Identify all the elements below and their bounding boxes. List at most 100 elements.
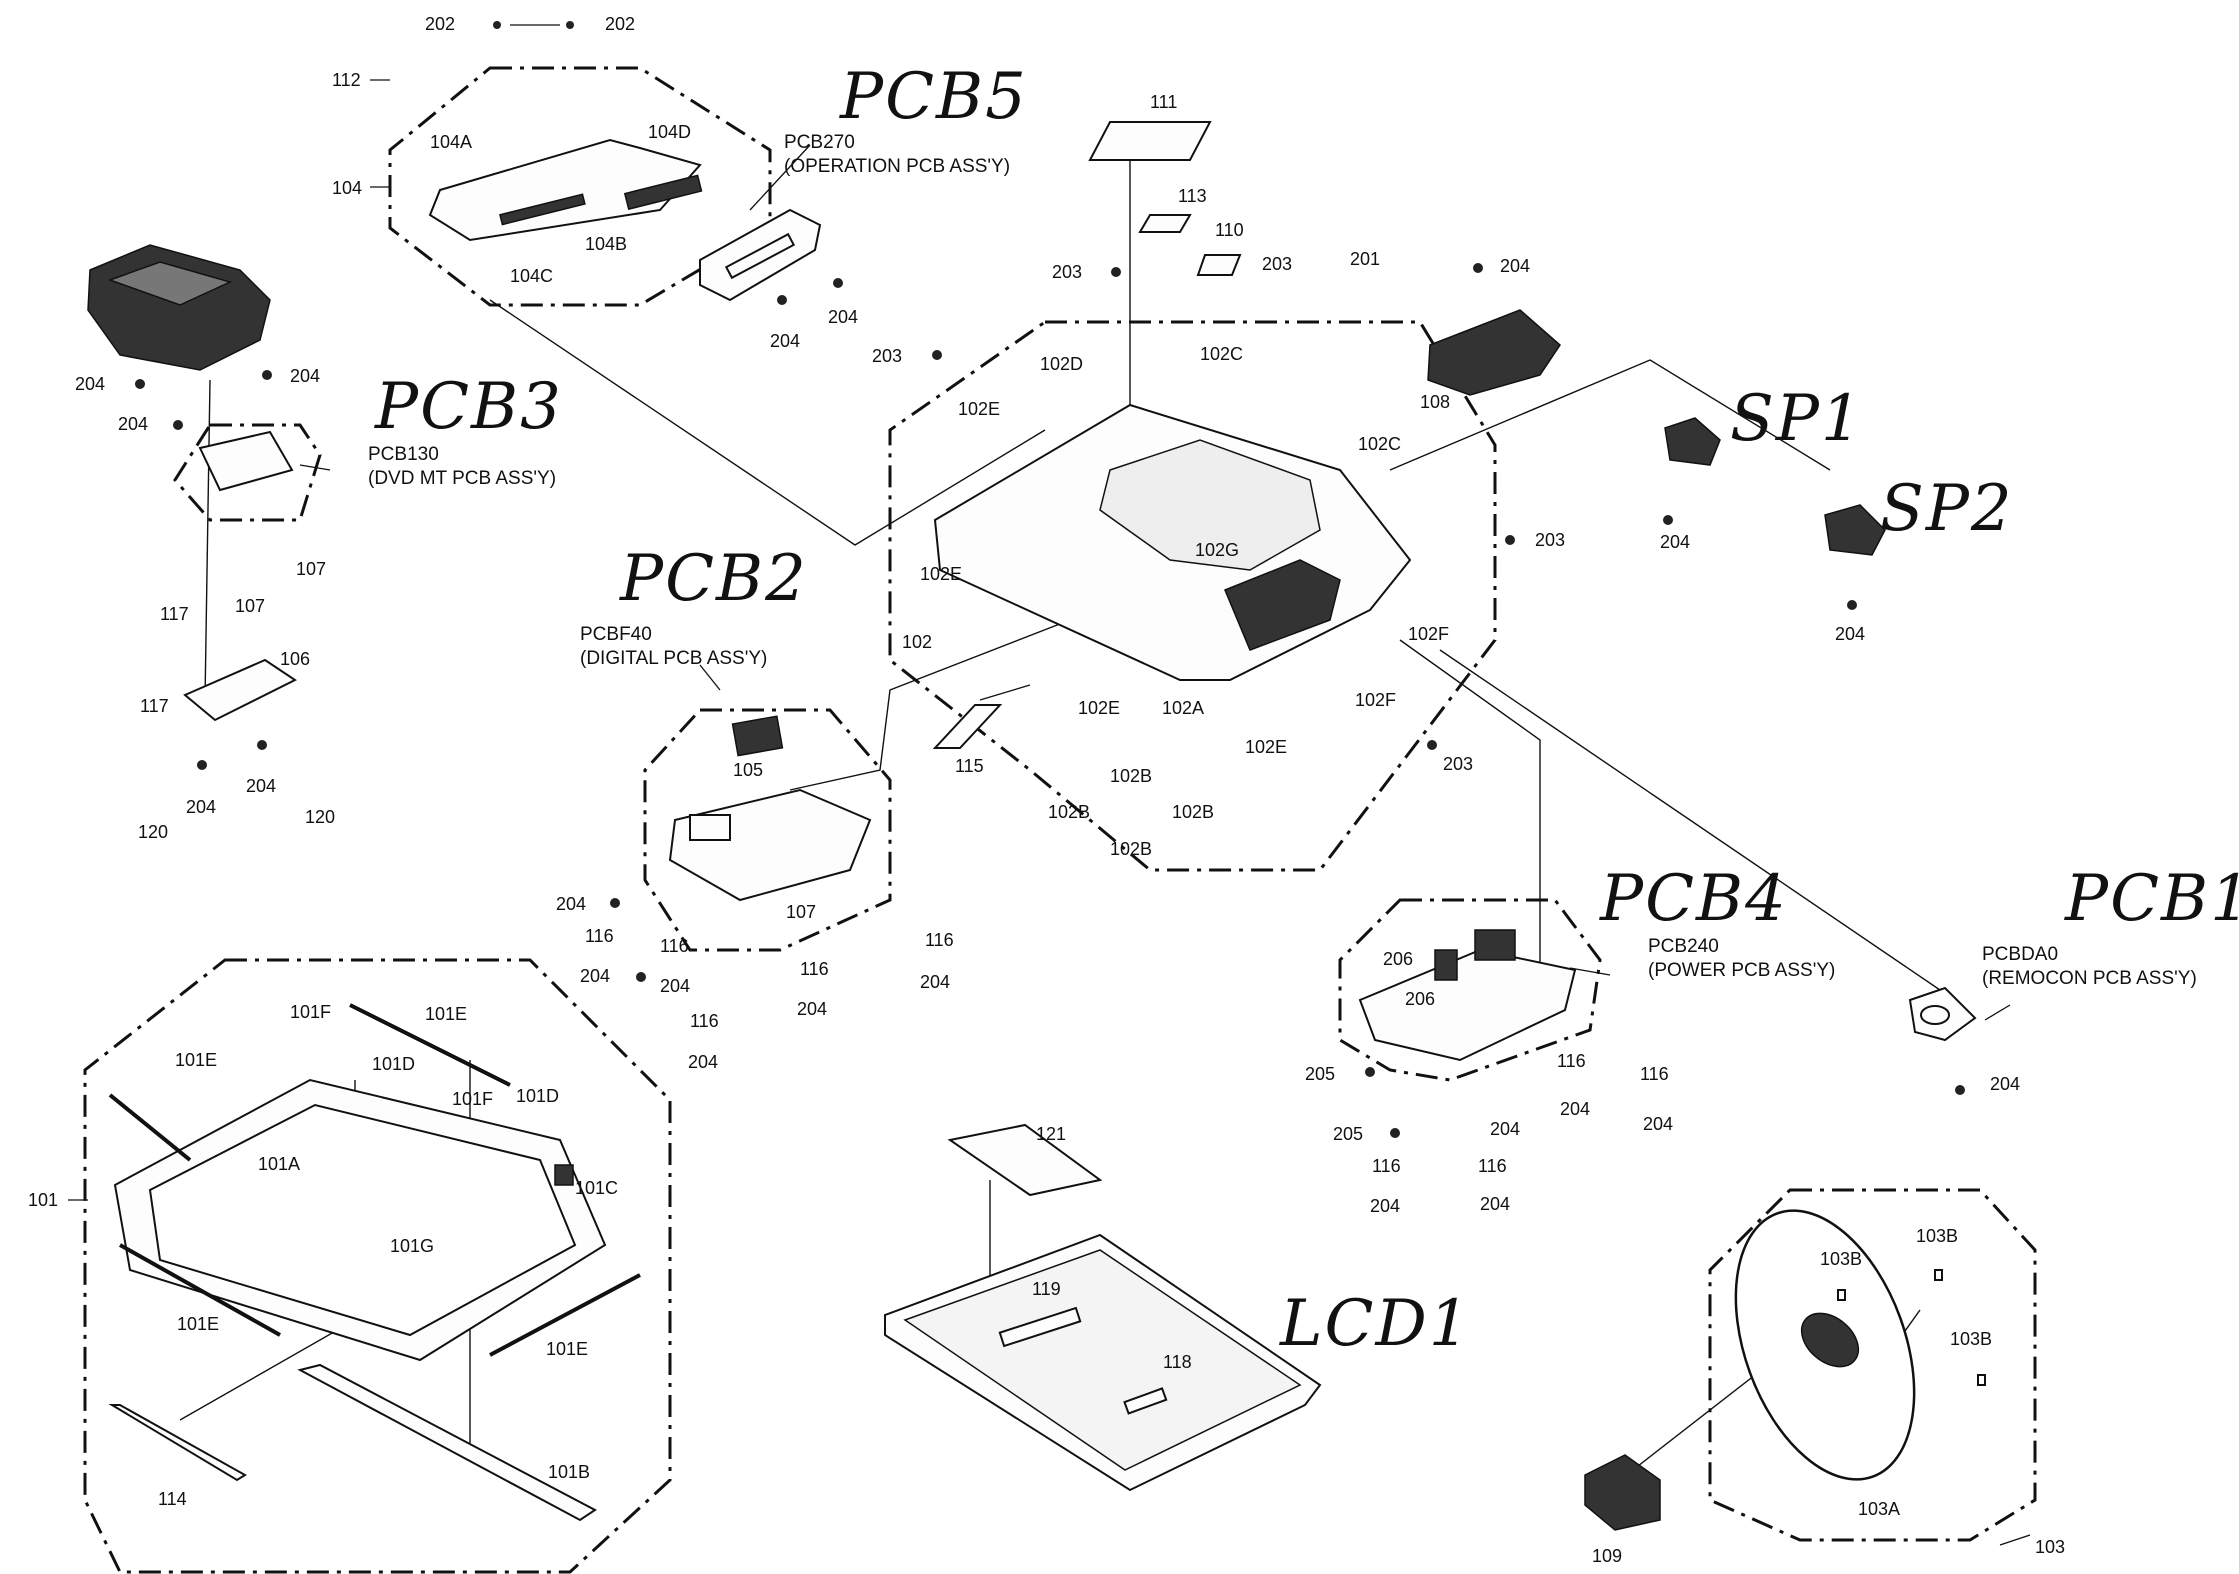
callout-119: 119 xyxy=(1032,1279,1061,1299)
callout-101d: 101D xyxy=(516,1086,559,1106)
callout-101a: 101A xyxy=(258,1154,300,1174)
part-pcbda0-sensor xyxy=(1920,1005,1950,1025)
callout-102d: 102D xyxy=(1040,354,1083,374)
screw-202a xyxy=(493,21,501,29)
part-sp2-speaker xyxy=(1824,504,1886,556)
part-101e-strip-br xyxy=(489,1273,641,1357)
board-name-pcb130: (DVD MT PCB ASS'Y) xyxy=(368,468,556,489)
screw-204-pcb4b xyxy=(1390,1128,1400,1138)
callout-102: 102 xyxy=(902,632,932,652)
board-name-pcbf40: (DIGITAL PCB ASS'Y) xyxy=(580,648,767,669)
callout-109: 109 xyxy=(1592,1546,1622,1566)
callout-102f: 102F xyxy=(1408,624,1449,644)
callout-204: 204 xyxy=(1370,1196,1400,1216)
part-callouts: 202 202 112 104 104A 104D 104B 104C 204 … xyxy=(28,14,2065,1566)
callout-102a: 102A xyxy=(1162,698,1204,718)
callout-204: 204 xyxy=(118,414,148,434)
callout-204: 204 xyxy=(1990,1074,2020,1094)
callout-204: 204 xyxy=(1643,1114,1673,1134)
hand-label-lcd1: LCD1 xyxy=(1279,1287,1472,1361)
part-pcbda0-board xyxy=(1908,986,1977,1042)
callout-104c: 104C xyxy=(510,266,553,286)
part-lcd1-back xyxy=(903,1249,1302,1471)
screw-204-pcb2b xyxy=(636,972,646,982)
callout-120: 120 xyxy=(138,822,168,842)
part-101b-trim xyxy=(297,1363,597,1522)
board-code-pcb130: PCB130 xyxy=(368,444,439,465)
leader-dvd-down xyxy=(204,379,211,701)
callout-104b: 104B xyxy=(585,234,627,254)
callout-116: 116 xyxy=(1478,1156,1507,1176)
callout-116: 116 xyxy=(690,1011,719,1031)
callout-101c: 101C xyxy=(575,1178,618,1198)
part-206-heatsink-a xyxy=(1434,949,1458,981)
callout-204: 204 xyxy=(556,894,586,914)
callout-101d: 101D xyxy=(372,1054,415,1074)
callout-204: 204 xyxy=(920,972,950,992)
callout-204: 204 xyxy=(580,966,610,986)
part-110-pad xyxy=(1196,254,1242,276)
callout-206: 206 xyxy=(1383,949,1413,969)
callout-116: 116 xyxy=(1640,1064,1669,1084)
callout-108: 108 xyxy=(1420,392,1450,412)
callout-204: 204 xyxy=(770,331,800,351)
hand-label-pcb4: PCB4 xyxy=(1599,862,1788,936)
part-pcbf40-chip xyxy=(689,814,731,841)
part-pcb270-slot xyxy=(724,232,796,280)
part-pcbf40-board xyxy=(668,788,872,902)
part-101e-strip-left xyxy=(108,1093,192,1162)
callout-105: 105 xyxy=(733,760,763,780)
screw-204-pcb4a xyxy=(1365,1067,1375,1077)
screw-203-right xyxy=(1505,535,1515,545)
callout-201: 201 xyxy=(1350,249,1380,269)
callout-107: 107 xyxy=(235,596,265,616)
callout-102c: 102C xyxy=(1200,344,1243,364)
callout-204: 204 xyxy=(290,366,320,386)
part-104c-strip xyxy=(499,193,586,226)
callout-203: 203 xyxy=(1535,530,1565,550)
callout-204: 204 xyxy=(828,307,858,327)
callout-204: 204 xyxy=(797,999,827,1019)
callout-203: 203 xyxy=(1443,754,1473,774)
part-sp1-speaker xyxy=(1664,417,1721,466)
board-code-pcbf40: PCBF40 xyxy=(580,624,652,645)
screw-204-dvd3 xyxy=(262,370,272,380)
callout-114: 114 xyxy=(158,1489,187,1509)
group-outline-pcb240 xyxy=(1338,898,1602,1082)
part-109-stand-cover xyxy=(1584,1454,1661,1531)
callout-102e: 102E xyxy=(958,399,1000,419)
callout-120: 120 xyxy=(305,807,335,827)
callout-116: 116 xyxy=(1557,1051,1586,1071)
part-102-terminals xyxy=(1224,559,1341,651)
callout-203: 203 xyxy=(872,346,902,366)
callout-203: 203 xyxy=(1052,262,1082,282)
callout-204: 204 xyxy=(1835,624,1865,644)
screw-203-bottom xyxy=(1427,740,1437,750)
callout-116: 116 xyxy=(660,936,689,956)
callout-101g: 101G xyxy=(390,1236,434,1256)
callout-204: 204 xyxy=(246,776,276,796)
screw-202b xyxy=(566,21,574,29)
hand-label-sp2: SP2 xyxy=(1880,472,2014,546)
callout-110: 110 xyxy=(1215,220,1244,240)
part-115-strip xyxy=(932,704,1003,749)
callout-202: 202 xyxy=(425,14,455,34)
callout-107: 107 xyxy=(786,902,816,922)
board-code-pcbda0: PCBDA0 xyxy=(1982,944,2058,965)
screw-204-106a xyxy=(197,760,207,770)
group-outline-pcbf40 xyxy=(643,708,892,952)
callout-202: 202 xyxy=(605,14,635,34)
screw-203-top1 xyxy=(1111,267,1121,277)
callout-103b: 103B xyxy=(1916,1226,1958,1246)
callout-206: 206 xyxy=(1405,989,1435,1009)
screw-204-dvd2 xyxy=(173,420,183,430)
group-outline-101 xyxy=(83,958,672,1574)
group-outline-pcb130 xyxy=(173,423,322,522)
callout-204: 204 xyxy=(660,976,690,996)
part-101e-strip-bl xyxy=(119,1243,281,1337)
hand-label-pcb3: PCB3 xyxy=(374,370,563,444)
callout-103b: 103B xyxy=(1820,1249,1862,1269)
callout-104: 104 xyxy=(332,178,362,198)
part-103a-stand-neck xyxy=(1800,1312,1860,1368)
callout-116: 116 xyxy=(1372,1156,1401,1176)
